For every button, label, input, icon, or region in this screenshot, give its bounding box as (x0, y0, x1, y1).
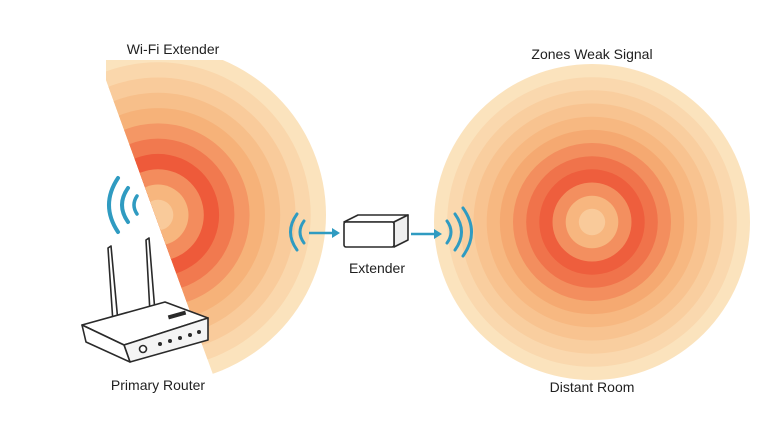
distant-room-coverage-rings (434, 64, 750, 380)
router-coverage-ring-11 (142, 199, 174, 231)
extender-outgoing-waves-icon (445, 206, 473, 258)
router-wifi-waves-icon (107, 176, 139, 234)
distant-room-coverage-ring-12 (578, 208, 606, 236)
extender-box-icon (343, 214, 409, 248)
weak-zones-label: Zones Weak Signal (531, 46, 652, 62)
router-icon (81, 237, 209, 363)
wifi-extender-label: Wi-Fi Extender (127, 41, 220, 57)
arrow-right-out-icon (411, 229, 442, 239)
extender-label: Extender (349, 260, 405, 276)
arrow-right-icon (309, 228, 340, 238)
extender-incoming-waves-icon (289, 212, 306, 252)
primary-router-label: Primary Router (111, 377, 205, 393)
distant-room-label: Distant Room (550, 379, 635, 395)
